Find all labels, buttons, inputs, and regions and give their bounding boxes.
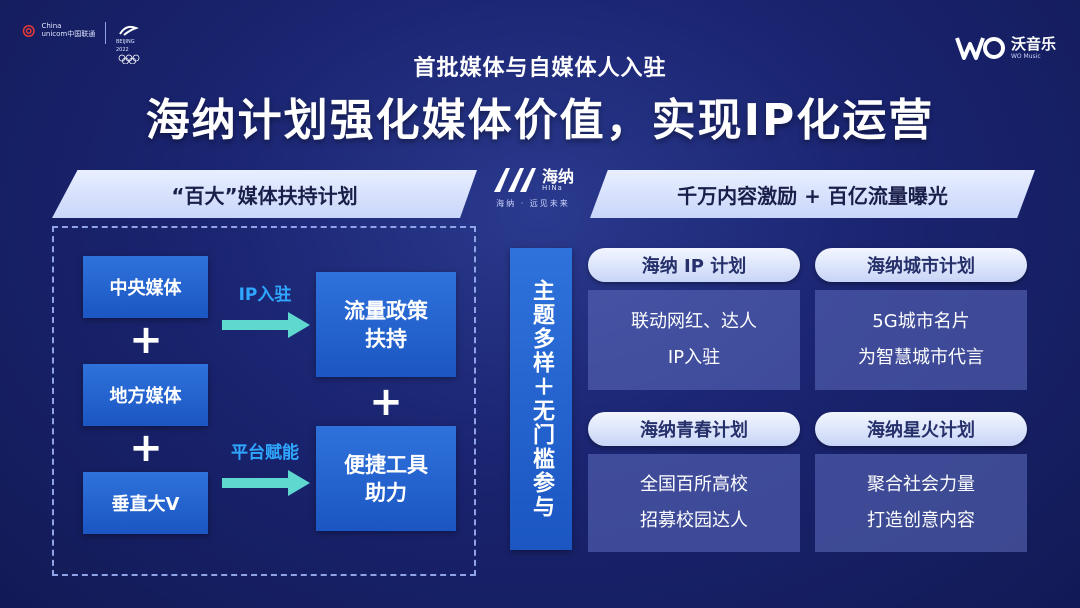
plan-ip-title: 海纳 IP 计划 (588, 248, 800, 282)
plus-icon: + (129, 317, 163, 363)
hina-mark-icon (493, 168, 536, 192)
china-unicom-logo: China unicom中国联通 BEIJING 2022 (22, 22, 142, 74)
hina-tagline: 海纳 · 远见未来 (496, 199, 570, 208)
right-arrow-icon (222, 470, 310, 496)
media-central: 中央媒体 (83, 256, 208, 318)
media-support-panel (52, 226, 476, 576)
plan-line: 5G城市名片 (872, 311, 970, 332)
plan-line: IP入驻 (667, 347, 721, 368)
plan-line: 为智慧城市代言 (858, 347, 984, 368)
page-title: 海纳计划强化媒体价值，实现IP化运营 (145, 95, 935, 146)
plan-line: 打造创意内容 (867, 510, 975, 531)
plan-youth-title: 海纳青春计划 (588, 412, 800, 446)
plan-line: 全国百所高校 (640, 474, 748, 495)
olympic-text: BEIJING 2022 (116, 39, 135, 53)
plan-spark-card: 聚合社会力量 打造创意内容 (815, 454, 1027, 552)
plan-spark-title: 海纳星火计划 (815, 412, 1027, 446)
wo-music-mark-icon (955, 37, 1005, 60)
banner-incentive: 千万内容激励 + 百亿流量曝光 (590, 170, 1035, 218)
media-vertical-kol: 垂直大V (83, 472, 208, 534)
arrow-label-ip: IP入驻 (238, 285, 292, 305)
plan-ip-card: 联动网红、达人 IP入驻 (588, 290, 800, 390)
arrow-label-empower: 平台赋能 (231, 443, 299, 463)
plan-line: 联动网红、达人 (631, 311, 757, 332)
wo-music-brand: 沃音乐 (1010, 34, 1056, 53)
unicom-knot-icon (22, 25, 35, 37)
wo-music-logo: 沃音乐 WO Music (955, 34, 1056, 62)
hina-en: HINa (541, 183, 563, 192)
page-subtitle: 首批媒体与自媒体人入驻 (413, 56, 667, 81)
olympic-rings-icon (118, 54, 140, 64)
plan-city-card: 5G城市名片 为智慧城市代言 (815, 290, 1027, 390)
plus-icon: + (369, 379, 403, 425)
unicom-brand-text: China unicom中国联通 (41, 22, 96, 38)
plan-youth-card: 全国百所高校 招募校园达人 (588, 454, 800, 552)
wo-music-en: WO Music (1010, 52, 1041, 60)
plan-city-title: 海纳城市计划 (815, 248, 1027, 282)
right-arrow-icon (222, 312, 310, 338)
hina-logo: 海纳 HINa 海纳 · 远见未来 (478, 166, 588, 222)
result-traffic-policy: 流量政策 扶持 (316, 272, 456, 377)
result-tools: 便捷工具 助力 (316, 426, 456, 531)
media-local: 地方媒体 (83, 364, 208, 426)
hina-name: 海纳 (541, 166, 574, 186)
theme-box: 主题多样＋无门槛参与 (510, 248, 572, 550)
banner-media-support: “百大”媒体扶持计划 (52, 170, 477, 218)
winter-olympics-emblem-icon (119, 25, 139, 36)
plus-icon: + (129, 425, 163, 471)
plan-line: 聚合社会力量 (867, 474, 975, 495)
plan-line: 招募校园达人 (640, 510, 748, 531)
